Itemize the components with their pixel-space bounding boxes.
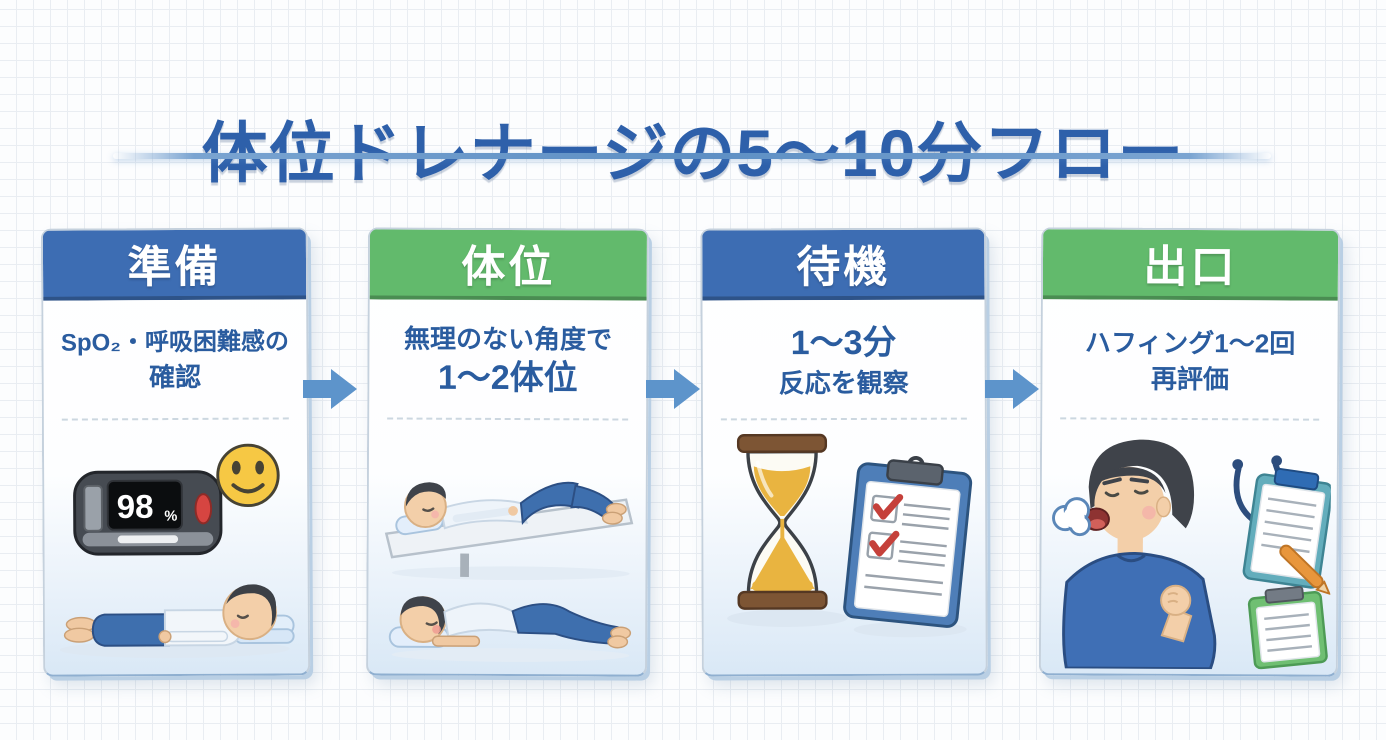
pulse-oximeter-icon: 98 % [73,470,223,556]
step1-illustration: 98 % [44,419,308,674]
step4-header-label: 出口 [1143,242,1238,293]
step-card-position: 体位 無理のない角度で 1〜2体位 [366,227,649,677]
step2-text: 無理のない角度で 1〜2体位 [369,299,647,418]
step1-text: SpO₂・呼吸困難感の 確認 [43,299,307,418]
clipboard-with-pen-icon [1242,467,1332,596]
checklist-clipboard-icon [842,456,972,628]
patient-prone-icon [388,596,631,662]
step1-header: 準備 [42,229,307,301]
step2-header-label: 体位 [461,242,556,293]
step-card-exit: 出口 ハフィング1〜2回 再評価 [1038,227,1341,677]
flow-arrow-icon [985,369,1039,409]
exit-illustration [1051,439,1332,670]
step1-line1: SpO₂・呼吸困難感の [60,328,289,357]
step4-text: ハフィング1〜2回 再評価 [1042,299,1338,419]
step1-line2: 確認 [149,362,202,393]
flow-arrow-icon [646,369,700,409]
step3-header: 待機 [702,229,985,301]
breath-puff-icon [1051,497,1091,537]
title-underline [113,153,1271,159]
step2-header: 体位 [369,229,647,301]
step4-line1: ハフィング1〜2回 [1084,327,1296,359]
step2-line2: 1〜2体位 [437,358,578,398]
patient-inclined-bed-icon [384,481,633,581]
wait-illustration [726,433,972,638]
patient-supine-icon [60,584,295,659]
huffing-person-icon [1062,439,1217,670]
step3-line2: 反応を観察 [778,367,909,399]
step3-text: 1〜3分 反応を観察 [702,300,984,419]
step1-header-label: 準備 [127,242,222,293]
step4-header: 出口 [1042,229,1339,301]
positions-illustration [384,481,633,662]
smiley-face-icon [216,443,280,508]
step2-illustration [368,419,646,674]
preparation-illustration: 98 % [60,443,295,659]
flow-arrow-icon [303,369,357,409]
step4-illustration [1041,419,1337,675]
pen-icon [1279,544,1331,596]
step2-line1: 無理のない角度で [403,323,613,354]
page-title: 体位ドレナージの5〜10分フロー [201,116,1185,191]
step3-line1: 1〜3分 [790,323,897,362]
step3-illustration [703,420,986,675]
step-card-wait: 待機 1〜3分 反応を観察 [700,227,988,677]
spo2-reading: 98 [117,489,154,526]
spo2-unit: % [165,509,178,525]
step4-line2: 再評価 [1150,363,1229,394]
green-clipboard-icon [1247,586,1328,670]
step-card-preparation: 準備 SpO₂・呼吸困難感の 確認 98 % [40,227,311,677]
step3-header-label: 待機 [796,242,891,293]
hourglass-icon [736,433,828,610]
